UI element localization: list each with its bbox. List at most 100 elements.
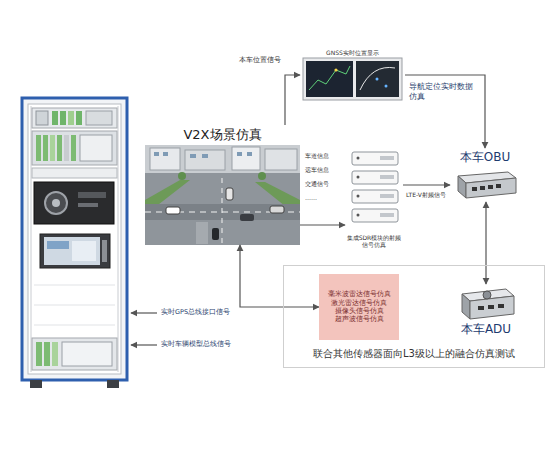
edge-label: 本车位置信号 bbox=[238, 57, 298, 65]
gnss-screen bbox=[356, 61, 399, 97]
sdr-module bbox=[352, 171, 398, 184]
equipment-rack bbox=[22, 98, 127, 380]
equipment-rack bbox=[52, 111, 58, 125]
equipment-rack bbox=[60, 111, 66, 125]
street-scene bbox=[265, 149, 297, 170]
equipment-rack bbox=[36, 111, 48, 125]
equipment-rack bbox=[52, 199, 60, 207]
sdr-module-group: 集成SDR模块的射频信号仿真 bbox=[345, 148, 403, 262]
street-scene bbox=[258, 172, 266, 180]
sdr-module bbox=[357, 157, 360, 160]
equipment-rack bbox=[47, 241, 69, 249]
signal-label: …… bbox=[304, 194, 346, 201]
street-scene bbox=[222, 178, 223, 245]
equipment-rack bbox=[86, 111, 112, 125]
street-scene bbox=[150, 148, 180, 170]
equipment-rack bbox=[62, 342, 112, 366]
adu-box: 本车ADU bbox=[451, 284, 521, 344]
fusion-test-region: 联合其他传感器面向L3级以上的融合仿真测试 毫米波雷达信号仿真激光雷达信号仿真摄像… bbox=[283, 265, 545, 368]
obu-device bbox=[480, 186, 485, 190]
equipment-rack bbox=[40, 234, 110, 268]
street-scene bbox=[232, 147, 260, 170]
node-text: V2X场景仿真 bbox=[147, 127, 298, 143]
node-text: 本车OBU bbox=[452, 150, 518, 164]
equipment-rack bbox=[80, 135, 112, 161]
node-text: GNSS实时位置显示 bbox=[302, 49, 403, 56]
equipment-rack bbox=[44, 237, 100, 265]
equipment-rack bbox=[31, 106, 32, 372]
node-text: 摄像头信号仿真 bbox=[322, 307, 396, 315]
street-scene bbox=[226, 188, 233, 200]
sdr-module bbox=[352, 209, 398, 222]
connector-arrow bbox=[405, 75, 485, 148]
street-scene bbox=[270, 206, 284, 213]
street-scene bbox=[163, 152, 168, 156]
signal-label: 车道信息 bbox=[304, 152, 346, 159]
equipment-rack bbox=[34, 325, 115, 326]
equipment-rack bbox=[72, 241, 96, 261]
street-scene bbox=[145, 145, 300, 173]
adu-device bbox=[483, 291, 491, 299]
equipment-rack bbox=[52, 342, 58, 366]
gnss-screen bbox=[309, 66, 350, 90]
adu-device bbox=[470, 296, 514, 319]
node-text: 联合其他传感器面向L3级以上的融合仿真测试 bbox=[288, 348, 540, 360]
node-text: 集成SDR模块的射频信号仿真 bbox=[346, 234, 402, 248]
equipment-rack bbox=[32, 108, 117, 128]
gnss-screen bbox=[360, 67, 395, 90]
equipment-rack bbox=[107, 380, 119, 388]
sdr-module bbox=[357, 195, 360, 198]
equipment-rack bbox=[76, 111, 82, 125]
node-text: 激光雷达信号仿真 bbox=[322, 299, 396, 307]
rack-signal-arrow bbox=[131, 344, 157, 345]
gnss-screen bbox=[306, 61, 353, 97]
equipment-rack bbox=[34, 285, 115, 286]
street-scene bbox=[237, 152, 242, 156]
adu-device bbox=[462, 294, 470, 319]
gnss-screen bbox=[303, 58, 402, 100]
adu-device bbox=[498, 304, 504, 308]
street-scene bbox=[202, 154, 208, 158]
sdr-module bbox=[380, 213, 394, 217]
equipment-rack bbox=[32, 131, 117, 165]
street-scene bbox=[240, 214, 254, 221]
equipment-rack bbox=[34, 305, 115, 306]
connector-arrow bbox=[403, 184, 450, 185]
equipment-rack bbox=[36, 342, 42, 366]
obu-device bbox=[488, 185, 493, 189]
signal-label: 远车信息 bbox=[304, 166, 346, 173]
bus-signal-label: 实时GPS总线接口信号 bbox=[160, 309, 232, 317]
equipment-rack bbox=[28, 104, 121, 374]
rack-signal-arrow bbox=[131, 313, 157, 345]
street-scene bbox=[185, 150, 225, 170]
adu-device bbox=[488, 305, 494, 309]
edge-label: 导航定位实时数据仿真 bbox=[408, 82, 480, 101]
equipment-rack bbox=[78, 192, 106, 198]
gnss-screen bbox=[303, 58, 402, 100]
sdr-module bbox=[352, 152, 398, 222]
signal-label: 交通信号 bbox=[304, 180, 346, 187]
gnss-screen bbox=[334, 68, 337, 71]
street-scene bbox=[178, 172, 186, 180]
node-text: 毫米波雷达信号仿真 bbox=[322, 290, 396, 298]
sdr-module bbox=[352, 152, 398, 165]
sdr-module bbox=[357, 176, 360, 179]
sdr-module bbox=[352, 190, 398, 203]
equipment-rack bbox=[30, 380, 42, 388]
street-scene bbox=[196, 222, 208, 244]
adu-device bbox=[462, 289, 514, 319]
equipment-rack bbox=[78, 203, 98, 207]
obu-device bbox=[466, 178, 516, 198]
street-scene bbox=[166, 207, 180, 214]
equipment-rack bbox=[64, 135, 69, 161]
connector-arrow bbox=[240, 245, 319, 307]
connector-arrow bbox=[285, 75, 300, 125]
equipment-rack bbox=[32, 168, 117, 178]
equipment-rack bbox=[32, 338, 117, 370]
rack-signal-arrow bbox=[131, 312, 157, 313]
sdr-module bbox=[380, 156, 394, 160]
street-scene bbox=[247, 152, 252, 156]
equipment-rack bbox=[50, 135, 55, 161]
